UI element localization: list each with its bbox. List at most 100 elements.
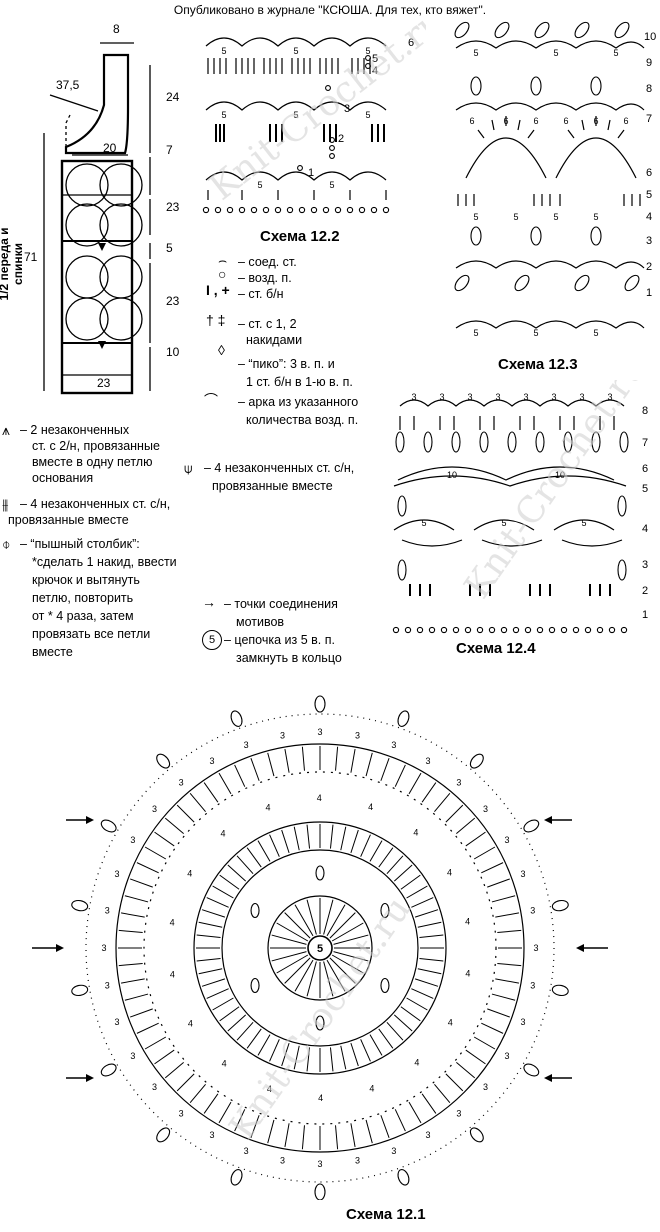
single-crochet-icon: I , + bbox=[206, 282, 230, 298]
legend-sc: – ст. б/н bbox=[238, 287, 284, 301]
arch-count-4: 4 bbox=[221, 829, 226, 839]
arch-count-3: 3 bbox=[530, 981, 535, 991]
stitch-mark bbox=[236, 855, 254, 875]
svg-text:6: 6 bbox=[533, 116, 538, 126]
s123-row-9: 9 bbox=[646, 57, 652, 69]
arrow-right-icon: → bbox=[202, 594, 216, 610]
arch-count-3: 3 bbox=[520, 1017, 525, 1027]
stitch-mark bbox=[284, 957, 311, 984]
stitch-mark bbox=[219, 1006, 240, 1022]
arch-count-4: 4 bbox=[267, 1084, 272, 1094]
arch-count-3: 3 bbox=[317, 1159, 322, 1169]
dim-71: 71 bbox=[24, 250, 38, 264]
s123-row-6: 6 bbox=[646, 167, 652, 179]
svg-text:5: 5 bbox=[293, 110, 298, 120]
stitch-mark bbox=[340, 1045, 347, 1070]
legend-dc-2: накидами bbox=[246, 333, 303, 347]
dim-37-5: 37,5 bbox=[56, 78, 80, 92]
arch-count-3: 3 bbox=[483, 804, 488, 814]
stitch-mark bbox=[271, 934, 307, 945]
puff-stitch-icon: ⌽ bbox=[2, 536, 11, 552]
stitch-mark bbox=[257, 840, 271, 862]
picot-icon: ◊ bbox=[218, 342, 225, 358]
svg-text:3: 3 bbox=[439, 392, 444, 402]
stitch-mark bbox=[414, 909, 439, 918]
stitch-mark bbox=[406, 997, 428, 1011]
stitch-mark bbox=[118, 929, 143, 933]
arch-icon: ⌒ bbox=[204, 392, 218, 408]
s123-row-5: 5 bbox=[646, 189, 652, 201]
svg-text:10: 10 bbox=[447, 470, 457, 480]
arch-count-4: 4 bbox=[187, 869, 192, 879]
stitch-mark bbox=[206, 988, 229, 999]
stitch-mark bbox=[434, 792, 451, 812]
stitch-mark bbox=[212, 997, 234, 1011]
stitch-mark bbox=[120, 912, 145, 918]
stitch-mark bbox=[417, 921, 442, 928]
arch-count-3: 3 bbox=[425, 756, 430, 766]
arch-count-3: 3 bbox=[152, 804, 157, 814]
arch-count-3: 3 bbox=[505, 1051, 510, 1061]
svg-text:3: 3 bbox=[411, 392, 416, 402]
stitch-mark bbox=[473, 1036, 496, 1050]
s122-chain-label: 5 bbox=[221, 46, 226, 56]
stitch-mark bbox=[456, 1062, 476, 1079]
inner-picot-mark bbox=[380, 977, 390, 994]
stitch-mark bbox=[154, 831, 175, 847]
svg-text:5: 5 bbox=[513, 212, 518, 222]
stitch-mark bbox=[473, 846, 496, 860]
picot-mark bbox=[469, 1127, 484, 1143]
s124-row-3: 3 bbox=[642, 559, 648, 571]
stitch-mark bbox=[380, 758, 390, 781]
stitch-mark bbox=[201, 978, 226, 987]
picot-mark bbox=[71, 984, 89, 997]
picot-mark bbox=[314, 695, 326, 713]
stitch-mark bbox=[333, 951, 369, 962]
stitch-mark bbox=[465, 1049, 486, 1065]
svg-text:5: 5 bbox=[221, 110, 226, 120]
stitch-mark bbox=[227, 1014, 247, 1032]
arch-count-3: 3 bbox=[456, 1108, 461, 1118]
stitch-mark bbox=[301, 746, 305, 771]
scheme-12-1-title: Схема 12.1 bbox=[346, 1206, 426, 1223]
s123-row-3: 3 bbox=[646, 235, 652, 247]
svg-text:3: 3 bbox=[607, 392, 612, 402]
dim-23-width: 23 bbox=[97, 376, 111, 390]
stitch-mark bbox=[350, 1123, 356, 1148]
stitch-mark bbox=[411, 897, 434, 908]
stitch-mark bbox=[411, 988, 434, 999]
s122-row-6: 6 bbox=[408, 37, 414, 49]
stitch-mark bbox=[154, 1049, 175, 1065]
svg-text:5: 5 bbox=[533, 328, 538, 338]
stitch-mark bbox=[365, 752, 373, 777]
stitch-mark bbox=[380, 1115, 390, 1138]
svg-text:5: 5 bbox=[501, 518, 506, 528]
stitch-mark bbox=[176, 1073, 195, 1092]
double-crochet-icon: † ‡ bbox=[206, 312, 226, 328]
arch-count-4: 4 bbox=[318, 1093, 323, 1103]
stitch-mark bbox=[267, 752, 275, 777]
stitch-mark bbox=[276, 922, 309, 942]
watermark-mid: Knit-Crochet.ru bbox=[457, 380, 654, 606]
svg-text:5: 5 bbox=[593, 328, 598, 338]
stitch-mark bbox=[130, 878, 153, 888]
legend-arch: – арка из указанного bbox=[238, 395, 359, 409]
stitch-mark bbox=[400, 874, 421, 890]
stitch-mark bbox=[203, 1093, 219, 1114]
svg-text:5: 5 bbox=[473, 328, 478, 338]
legend-symbols: ⌢ ○ I , + † ‡ ◊ ⌒ – соед. ст. – возд. п.… bbox=[204, 252, 440, 432]
stitch-mark bbox=[250, 758, 260, 781]
ring-icon: 5 bbox=[202, 630, 222, 650]
stitch-mark bbox=[136, 1022, 159, 1034]
arch-count-3: 3 bbox=[244, 1146, 249, 1156]
picot-mark bbox=[523, 1063, 540, 1077]
svg-text:5: 5 bbox=[329, 180, 334, 190]
svg-text:6: 6 bbox=[593, 116, 598, 126]
stitch-mark bbox=[218, 1101, 232, 1124]
stitch-mark bbox=[419, 957, 444, 962]
stitch-mark bbox=[360, 1039, 371, 1062]
stitch-mark bbox=[497, 963, 522, 967]
arch-count-3: 3 bbox=[101, 943, 106, 953]
